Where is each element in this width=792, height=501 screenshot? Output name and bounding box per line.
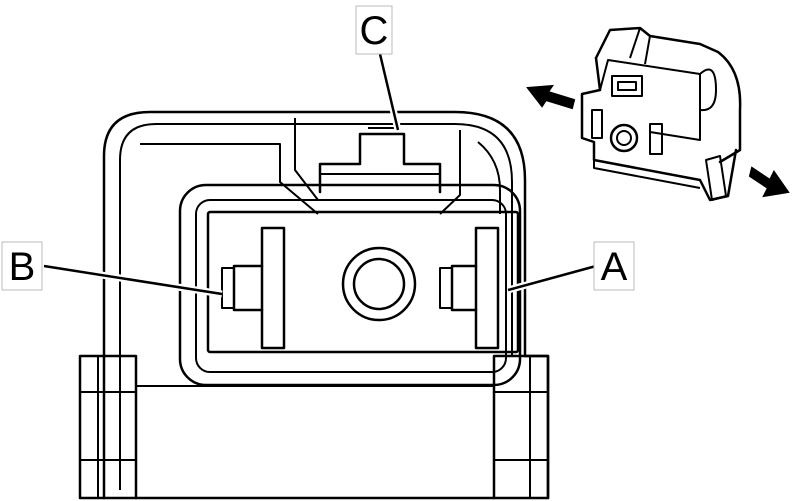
callout-leader-b — [43, 262, 223, 298]
callout-leader-a — [507, 262, 597, 294]
connector-front-view — [78, 110, 550, 500]
connector-outer-housing — [102, 110, 550, 500]
arrow-pull-left-icon — [526, 84, 576, 110]
center-pin — [341, 246, 417, 322]
arrow-pull-right-icon — [748, 166, 790, 198]
callout-label-a: A — [601, 245, 628, 289]
terminal-a — [439, 226, 500, 350]
callout-leader-c — [376, 53, 402, 131]
left-lock-tab — [78, 354, 138, 500]
terminal-cavity — [178, 183, 522, 387]
callout-label-b: B — [9, 245, 36, 289]
connector-inset-view — [580, 26, 742, 202]
terminal-c — [318, 127, 442, 194]
callout-label-c: C — [360, 9, 389, 53]
terminal-b — [221, 226, 286, 350]
right-lock-tab — [492, 354, 550, 500]
